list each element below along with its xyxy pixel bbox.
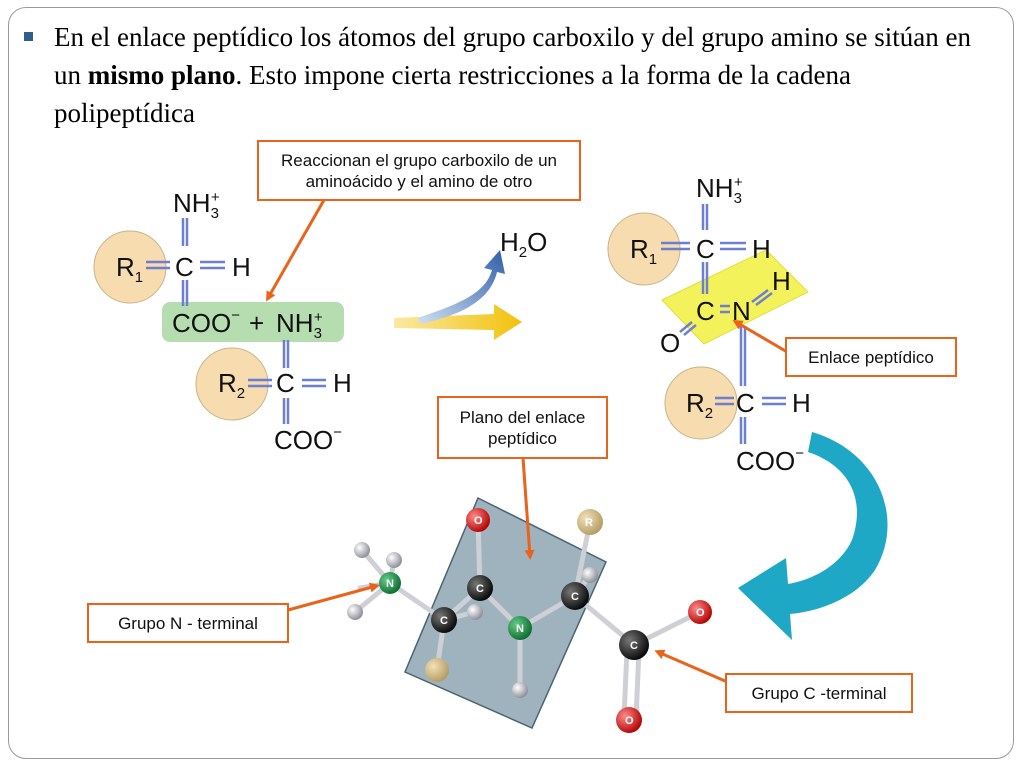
atom-c-alpha <box>561 582 589 610</box>
arrow-c-terminal-pointer <box>654 649 733 686</box>
right-r1: R1 <box>630 234 657 268</box>
atom-o-carbonyl <box>466 508 490 532</box>
atom-o-label: O <box>474 515 483 527</box>
reaction-label: Reaccionan el grupo carboxilo de un amin… <box>257 140 581 201</box>
slide-text-bold: mismo plano <box>87 60 236 90</box>
right-o: O <box>660 328 680 358</box>
atom-c-label: C <box>630 640 638 652</box>
left-coo: COO− <box>172 307 240 338</box>
right-n: N <box>732 296 751 326</box>
atom-h <box>354 542 370 558</box>
atom-n-amide <box>508 616 532 640</box>
reaction-arrow <box>394 304 522 340</box>
left-h2: H <box>333 368 352 398</box>
atom-h <box>512 682 528 698</box>
c-terminal-label: Grupo C -terminal <box>725 673 913 713</box>
right-bonds <box>661 204 786 444</box>
atom-r <box>425 658 449 682</box>
left-h1: H <box>232 252 251 282</box>
atom-o-label: O <box>625 715 634 727</box>
water-label: H2O <box>500 227 547 261</box>
green-highlight <box>162 302 344 342</box>
left-plus: + <box>249 308 264 338</box>
bullet-marker <box>24 32 33 41</box>
right-coo-bottom: COO− <box>736 445 804 476</box>
atom-n-terminal <box>379 572 401 594</box>
atom-n-label: N <box>386 578 394 590</box>
left-r2: R2 <box>218 368 245 402</box>
slide-text-part2: . Esto impone cierta restricciones a la … <box>54 60 851 128</box>
r2-circle <box>195 347 269 421</box>
n-terminal-label: Grupo N - terminal <box>87 603 289 643</box>
atom-c-alpha <box>431 607 457 633</box>
right-r2: R2 <box>686 388 713 422</box>
left-nh3-second: NH3+ <box>276 308 323 342</box>
water-release-arrow <box>418 250 505 324</box>
atom-o <box>616 707 642 733</box>
right-c1: C <box>696 234 715 264</box>
left-coo-bottom: COO− <box>274 424 342 455</box>
arrow-plane-pointer <box>521 457 535 560</box>
left-c1: C <box>175 252 194 282</box>
atom-r-label: R <box>585 517 593 529</box>
atom-h <box>582 567 598 583</box>
pointer-arrows <box>266 199 795 686</box>
atom-n-label: N <box>516 623 524 635</box>
left-c2: C <box>276 368 295 398</box>
atom-c-carbonyl <box>467 575 493 601</box>
atom-h <box>347 604 363 620</box>
atom-o <box>688 600 712 624</box>
atom-c-label: C <box>440 615 448 627</box>
atom-c-label: C <box>571 591 579 603</box>
right-h1: H <box>752 234 771 264</box>
slide-text: En el enlace peptídico los átomos del gr… <box>54 18 984 132</box>
right-r2-circle <box>664 366 738 440</box>
right-h2: H <box>792 388 811 418</box>
curved-arrow <box>738 432 888 640</box>
right-c2: C <box>736 388 755 418</box>
right-nh3-top: NH3+ <box>696 173 743 207</box>
right-h-on-n: H <box>772 266 791 296</box>
plane-label: Plano del enlace peptídico <box>437 396 608 459</box>
atom-o-label: O <box>696 607 705 619</box>
atom-h <box>386 552 402 568</box>
atom-r <box>577 509 603 535</box>
slide-text-part1: En el enlace peptídico los átomos del gr… <box>54 22 972 90</box>
arrow-reaction-pointer <box>266 199 326 302</box>
left-bonds <box>146 218 326 424</box>
left-nh3-top: NH3+ <box>173 188 220 222</box>
atom-h <box>467 604 483 620</box>
atom-c-label: C <box>476 583 484 595</box>
atom-c-terminal <box>619 630 649 660</box>
model-atoms: N C O C N R C O C O <box>347 508 712 733</box>
arrow-n-terminal-pointer <box>287 582 380 612</box>
left-r1: R1 <box>116 252 143 286</box>
arrow-peptide-bond-pointer <box>732 319 795 358</box>
peptide-bond-label: Enlace peptídico <box>785 337 957 377</box>
right-c-carbonyl: C <box>696 296 715 326</box>
